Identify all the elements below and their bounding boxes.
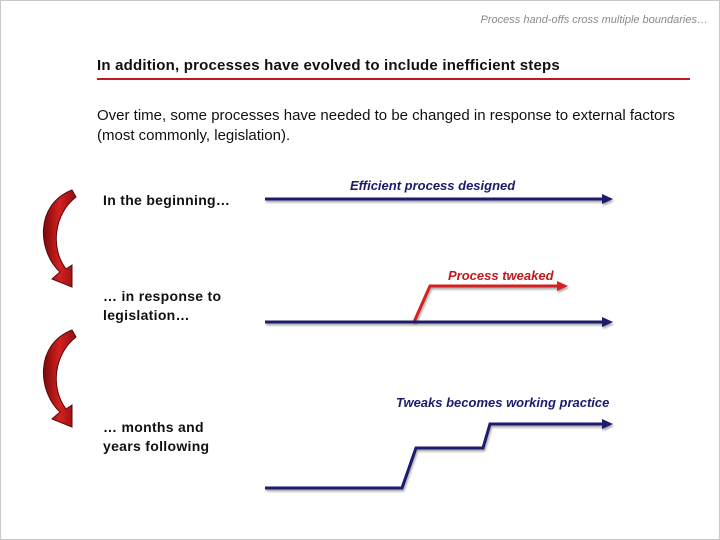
stage-following-label: … months and years following xyxy=(103,419,210,454)
slide-title: In addition, processes have evolved to i… xyxy=(97,57,560,74)
title-underline xyxy=(97,78,690,80)
curved-down-arrow-icon xyxy=(42,189,77,288)
efficient-process-line xyxy=(265,194,613,204)
working-practice-label: Tweaks becomes working practice xyxy=(396,395,610,410)
working-practice-line xyxy=(265,419,613,490)
curved-down-arrow-icon xyxy=(42,329,77,428)
header-note: Process hand-offs cross multiple boundar… xyxy=(480,14,708,26)
stage-beginning-label: In the beginning… xyxy=(103,192,231,208)
tweaked-process-line xyxy=(412,281,568,323)
intro-text: Over time, some processes have needed to… xyxy=(97,107,675,144)
process-tweaked-label: Process tweaked xyxy=(448,268,554,283)
stage-legislation-label: … in response to legislation… xyxy=(103,288,222,323)
original-process-line xyxy=(265,317,613,327)
efficient-process-label: Efficient process designed xyxy=(350,178,516,193)
